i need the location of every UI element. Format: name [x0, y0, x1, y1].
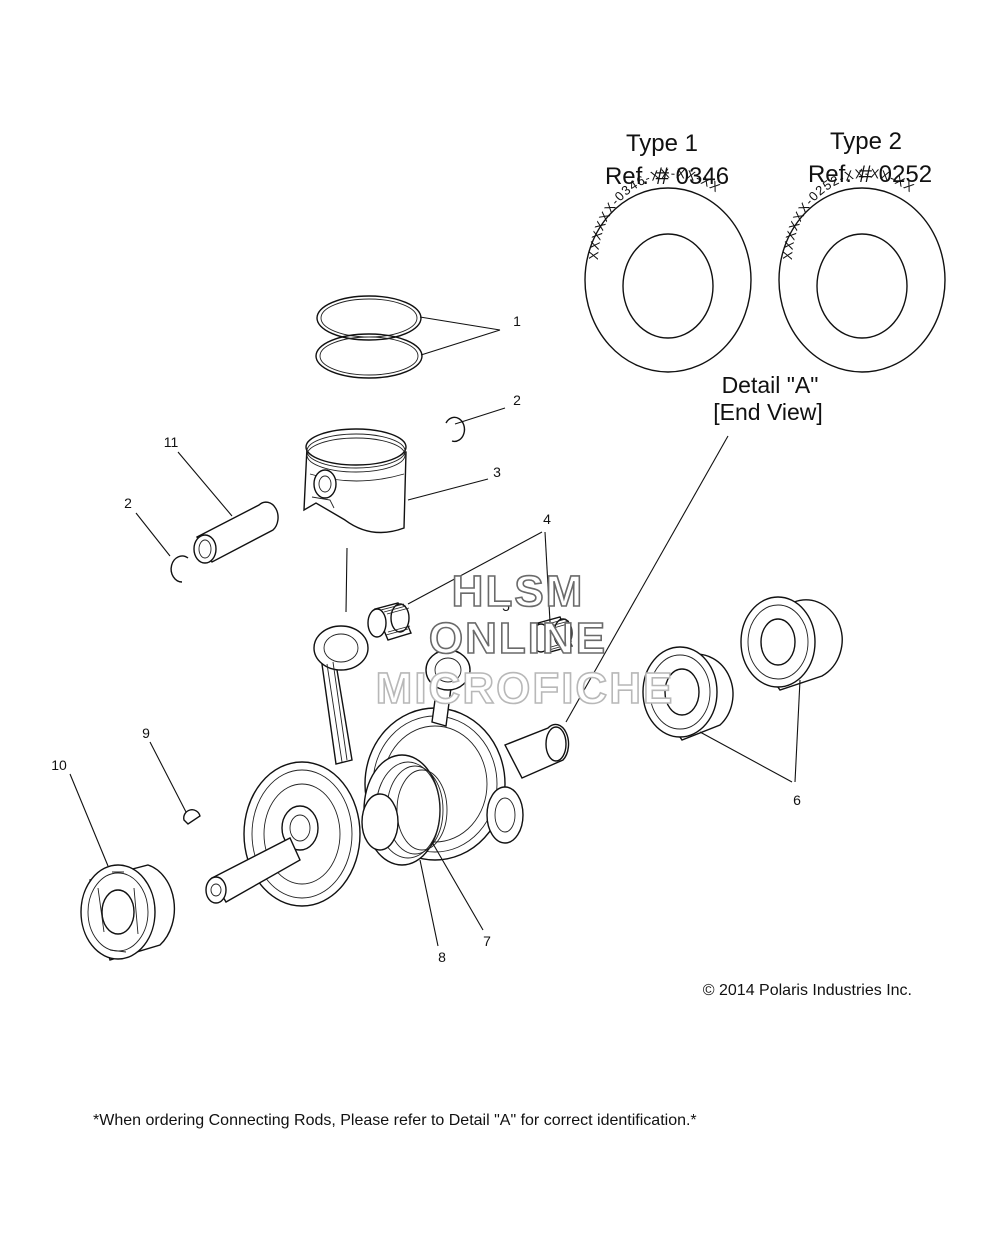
- callout-11: 11: [164, 434, 179, 450]
- piston-rings: [315, 295, 423, 379]
- detail-a-type2: Type 2 Ref. # 0252 XXXXXX-0252-XX-XX-XX: [778, 128, 946, 373]
- needle-bearing-1: [367, 602, 412, 641]
- wrist-pin: [193, 501, 279, 564]
- callout-1: 1: [513, 313, 521, 329]
- type2-title: Type 2: [830, 128, 902, 155]
- type2-ring-bore: [816, 233, 908, 339]
- woodruff-key: [183, 809, 201, 825]
- detail-a-type1: Type 1 Ref. # 0346 XXXXXX-0346-XX-XX-XX: [584, 130, 752, 373]
- watermark-line1: HLSM: [452, 567, 585, 616]
- needle-bearing-2: [531, 616, 573, 653]
- type1-ring-bore: [622, 233, 714, 339]
- main-bearing-left: [80, 864, 176, 961]
- circlip-right: [445, 416, 466, 443]
- callout-4: 4: [543, 511, 551, 527]
- watermark: HLSM ONLINE MICROFICHE: [375, 566, 675, 714]
- crankshaft-assembly: [205, 625, 570, 907]
- detail-a-sublabel: [End View]: [713, 399, 823, 425]
- callout-9: 9: [142, 725, 150, 741]
- callout-2-lower: 2: [124, 495, 132, 511]
- watermark-line2: ONLINE: [429, 614, 607, 663]
- watermark-line3: MICROFICHE: [376, 664, 675, 713]
- callout-6: 6: [793, 792, 801, 808]
- callout-10: 10: [51, 757, 67, 773]
- callout-8: 8: [438, 949, 446, 965]
- type2-ref: Ref. # 0252: [808, 161, 932, 188]
- callout-5: 5: [502, 598, 510, 614]
- main-bearing-right-2: [740, 596, 843, 691]
- main-bearing-right-1: [642, 646, 734, 741]
- callout-2-upper: 2: [513, 392, 521, 408]
- detail-a-label: Detail "A": [722, 372, 819, 398]
- callout-7: 7: [483, 933, 491, 949]
- piston: [303, 428, 407, 534]
- copyright: © 2014 Polaris Industries Inc.: [703, 982, 912, 999]
- detail-a-leader: [565, 435, 729, 723]
- ordering-footnote: *When ordering Connecting Rods, Please r…: [93, 1112, 697, 1129]
- callout-3: 3: [493, 464, 501, 480]
- circlip-left: [170, 555, 189, 583]
- type1-title: Type 1: [626, 130, 698, 157]
- type1-ref: Ref. # 0346: [605, 163, 729, 190]
